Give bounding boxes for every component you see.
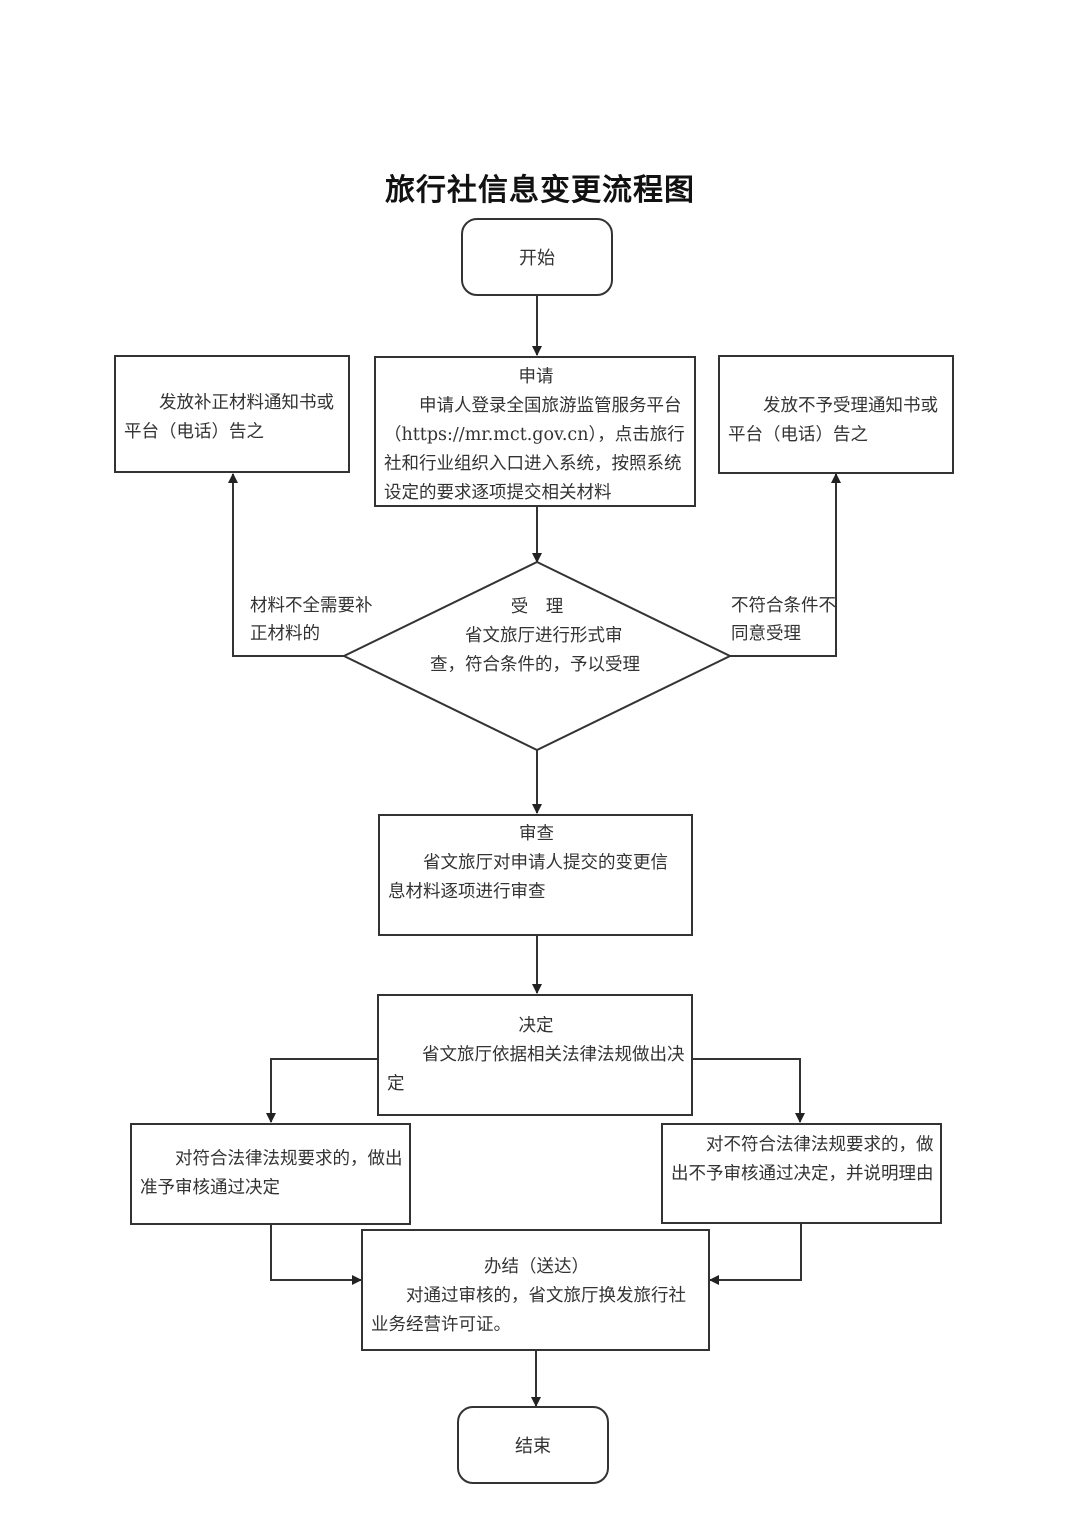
end-label: 结束 bbox=[515, 1436, 551, 1457]
flowchart-title: 旅行社信息变更流程图 bbox=[385, 173, 695, 208]
arrow-deny-to-complete bbox=[709, 1224, 802, 1285]
decision-node: 决定 省文旅厅依据相关法律法规做出决定 bbox=[377, 994, 693, 1116]
accept-node-text: 受 理 省文旅厅进行形式审查，符合条件的，予以受理 bbox=[430, 593, 644, 680]
arrow-accept-to-reject bbox=[730, 473, 841, 657]
apply-heading: 申请 bbox=[518, 367, 554, 387]
deny-node: 对不符合法律法规要求的，做出不予审核通过决定，并说明理由 bbox=[661, 1123, 942, 1224]
deny-body: 对不符合法律法规要求的，做出不予审核通过决定，并说明理由 bbox=[671, 1135, 934, 1184]
start-node: 开始 bbox=[461, 218, 613, 296]
complete-heading: 办结（送达） bbox=[484, 1257, 589, 1277]
arrow-approve-to-complete bbox=[270, 1224, 362, 1285]
arrow-accept-to-supplement bbox=[228, 473, 344, 657]
edge-label-incomplete: 材料不全需要补正材料的 bbox=[250, 596, 373, 644]
end-node: 结束 bbox=[457, 1406, 609, 1484]
decision-body: 省文旅厅依据相关法律法规做出决定 bbox=[387, 1045, 685, 1094]
review-body: 省文旅厅对申请人提交的变更信息材料逐项进行审查 bbox=[388, 853, 668, 902]
reject-notice-node: 发放不予受理通知书或平台（电话）告之 bbox=[718, 355, 954, 474]
edge-label-not-eligible: 不符合条件不同意受理 bbox=[731, 596, 836, 644]
arrow-decision-to-deny bbox=[693, 1058, 805, 1123]
supplement-notice-body: 发放补正材料通知书或平台（电话）告之 bbox=[124, 393, 334, 442]
complete-body: 对通过审核的，省文旅厅换发旅行社业务经营许可证。 bbox=[371, 1286, 686, 1335]
arrow-decision-to-approve bbox=[266, 1058, 378, 1123]
reject-notice-body: 发放不予受理通知书或平台（电话）告之 bbox=[728, 396, 938, 445]
supplement-notice-node: 发放补正材料通知书或平台（电话）告之 bbox=[114, 355, 350, 473]
approve-node: 对符合法律法规要求的，做出准予审核通过决定 bbox=[130, 1123, 411, 1225]
approve-body: 对符合法律法规要求的，做出准予审核通过决定 bbox=[140, 1149, 403, 1198]
review-heading: 审查 bbox=[519, 824, 554, 844]
apply-node: 申请 申请人登录全国旅游监管服务平台（https://mr.mct.gov.cn… bbox=[374, 356, 696, 507]
complete-node: 办结（送达） 对通过审核的，省文旅厅换发旅行社业务经营许可证。 bbox=[361, 1229, 710, 1351]
decision-heading: 决定 bbox=[518, 1016, 554, 1036]
accept-body: 省文旅厅进行形式审查，符合条件的，予以受理 bbox=[430, 626, 640, 675]
start-label: 开始 bbox=[519, 248, 555, 269]
apply-body: 申请人登录全国旅游监管服务平台（https://mr.mct.gov.cn），点… bbox=[384, 396, 685, 503]
review-node: 审查 省文旅厅对申请人提交的变更信息材料逐项进行审查 bbox=[378, 814, 693, 936]
accept-heading: 受 理 bbox=[510, 597, 564, 617]
